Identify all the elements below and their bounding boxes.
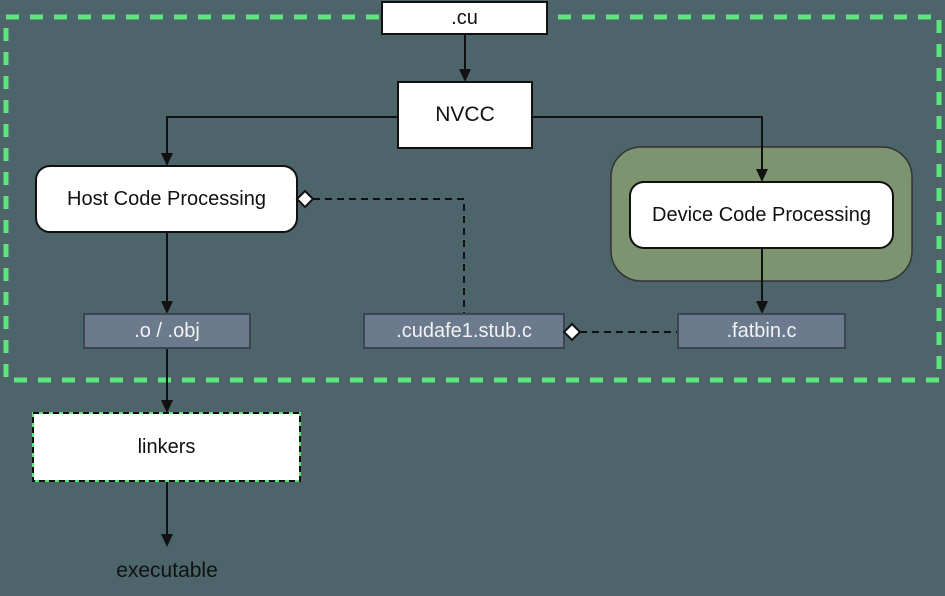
edge-nvcc-to-device: [532, 116, 763, 170]
edge-nvcc-to-host: [166, 116, 398, 154]
cu-node-box: [381, 1, 548, 35]
edge-host-to-cudafe-dashed: [313, 198, 465, 314]
arrowhead-fatbin: [756, 301, 768, 314]
obj-file-box: [83, 313, 251, 349]
arrowhead-device: [756, 169, 768, 182]
dashed-edges: [313, 198, 678, 333]
nvcc-node-box: [397, 81, 533, 149]
linkers-box-underlay: [32, 412, 301, 482]
arrowhead-host: [161, 153, 173, 166]
cudafe-stub-file-box: [363, 313, 565, 349]
arrowhead-linkers: [161, 400, 173, 413]
arrowhead-obj: [161, 301, 173, 314]
arrowhead-executable: [161, 534, 173, 547]
diamond-connector-host-icon: [295, 189, 315, 209]
fatbin-file-box: [677, 313, 846, 349]
host-code-processing-box: [35, 165, 298, 233]
linkers-box: [32, 412, 301, 482]
solid-edges: [166, 34, 763, 535]
arrowhead-nvcc: [459, 69, 471, 82]
diamond-connector-cudafe-icon: [562, 322, 582, 342]
device-code-processing-box: [629, 181, 894, 249]
arrowheads: [161, 69, 768, 547]
